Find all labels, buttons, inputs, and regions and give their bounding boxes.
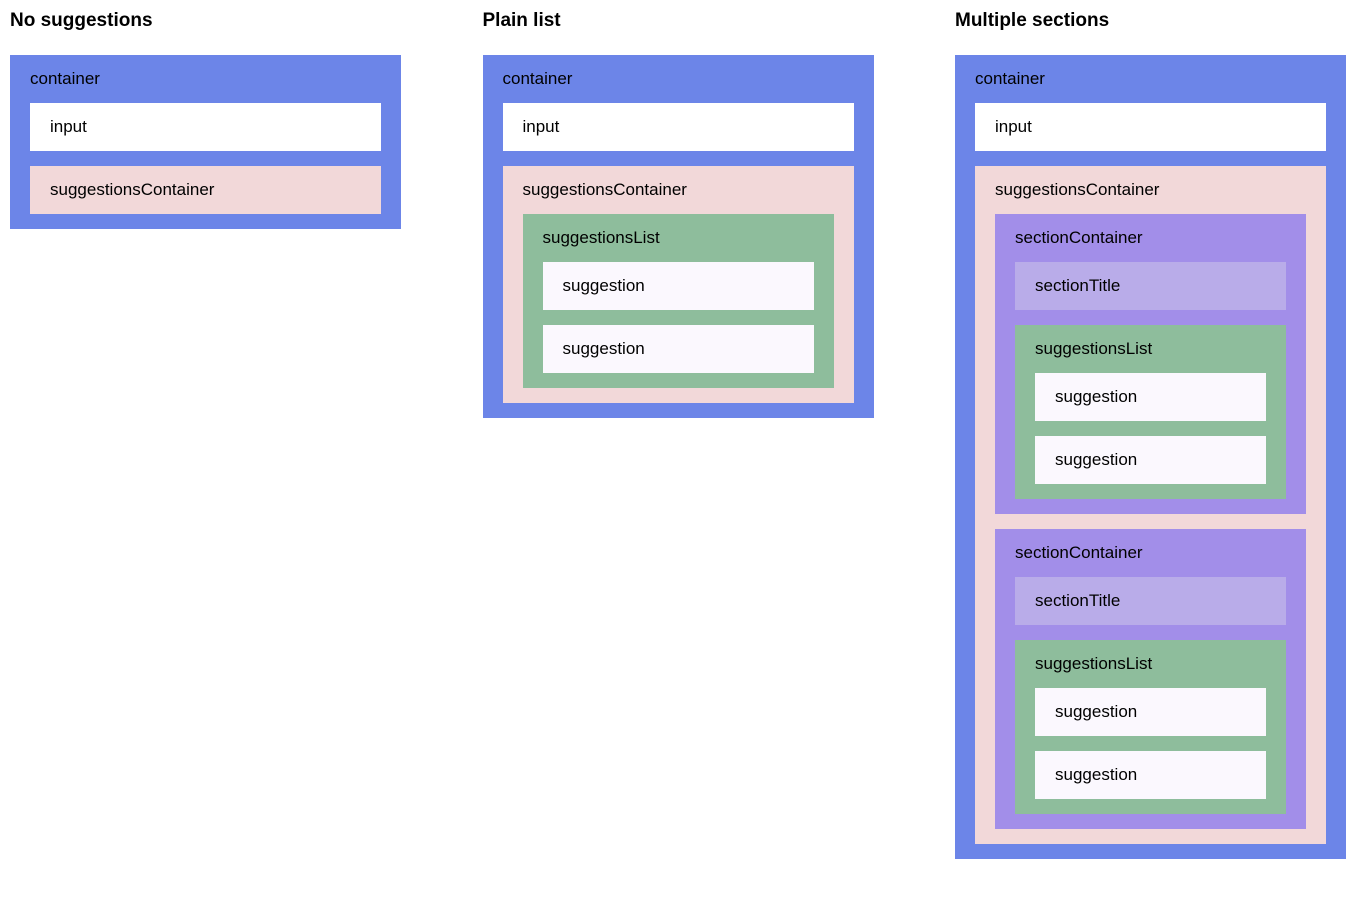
suggestion-box: suggestion bbox=[1035, 688, 1266, 736]
container-box: container input suggestionsContainer bbox=[10, 55, 401, 229]
suggestionsContainer-box: suggestionsContainer bbox=[30, 166, 381, 214]
example-title: Multiple sections bbox=[955, 10, 1110, 31]
box-label: suggestionsList bbox=[542, 228, 660, 247]
suggestion-box: suggestion bbox=[1035, 373, 1266, 421]
theme-diagram: container input suggestionsContainer bbox=[10, 55, 401, 229]
input-box: input bbox=[502, 103, 854, 151]
suggestion-box: suggestion bbox=[542, 325, 814, 373]
box-label: container bbox=[502, 69, 573, 88]
theme-diagram: container input suggestionsContainer sugges… bbox=[482, 55, 874, 418]
sectionTitle-box: sectionTitle bbox=[1015, 577, 1286, 625]
box-label: suggestionsList bbox=[1035, 654, 1153, 673]
suggestion-box: suggestion bbox=[1035, 751, 1266, 799]
box-label: sectionTitle bbox=[1035, 276, 1121, 295]
box-label: suggestionsContainer bbox=[995, 180, 1160, 199]
example-column-no-suggestions: No suggestions container input suggestions… bbox=[10, 10, 401, 229]
box-label: suggestionsContainer bbox=[522, 180, 687, 199]
box-label: suggestionsContainer bbox=[50, 180, 215, 199]
suggestion-box: suggestion bbox=[1035, 436, 1266, 484]
example-title: Plain list bbox=[482, 10, 561, 31]
box-label: suggestionsList bbox=[1035, 339, 1153, 358]
box-label: container bbox=[975, 69, 1045, 88]
box-label: sectionTitle bbox=[1035, 591, 1121, 610]
box-label: suggestion bbox=[1055, 765, 1138, 784]
suggestion-box: suggestion bbox=[542, 262, 814, 310]
suggestionsList-box: suggestionsList suggestion suggestion bbox=[1015, 640, 1286, 814]
box-label: suggestion bbox=[1055, 702, 1138, 721]
box-label: input bbox=[995, 117, 1032, 136]
box-label: suggestion bbox=[562, 276, 645, 295]
example-column-plain-list: Plain list container input suggestionsCont… bbox=[482, 10, 874, 418]
theme-diagram: container input suggestionsContainer sectio… bbox=[955, 55, 1346, 859]
box-label: suggestion bbox=[562, 339, 645, 358]
box-label: container bbox=[30, 69, 100, 88]
input-box: input bbox=[975, 103, 1326, 151]
box-label: sectionContainer bbox=[1015, 228, 1143, 247]
example-column-multiple-sections: Multiple sections container input suggesti… bbox=[955, 10, 1346, 859]
box-label: suggestion bbox=[1055, 387, 1138, 406]
box-label: sectionContainer bbox=[1015, 543, 1143, 562]
container-box: container input suggestionsContainer sectio… bbox=[955, 55, 1346, 859]
example-title: No suggestions bbox=[10, 10, 153, 31]
container-box: container input suggestionsContainer sugges… bbox=[482, 55, 874, 418]
input-box: input bbox=[30, 103, 381, 151]
suggestionsList-box: suggestionsList suggestion suggestion bbox=[522, 214, 834, 388]
box-label: input bbox=[522, 117, 560, 136]
box-label: input bbox=[50, 117, 87, 136]
sectionContainer-box: sectionContainer sectionTitle suggestionsL… bbox=[995, 529, 1306, 829]
suggestionsList-box: suggestionsList suggestion suggestion bbox=[1015, 325, 1286, 499]
box-label: suggestion bbox=[1055, 450, 1138, 469]
sectionTitle-box: sectionTitle bbox=[1015, 262, 1286, 310]
sectionContainer-box: sectionContainer sectionTitle suggestionsL… bbox=[995, 214, 1306, 514]
